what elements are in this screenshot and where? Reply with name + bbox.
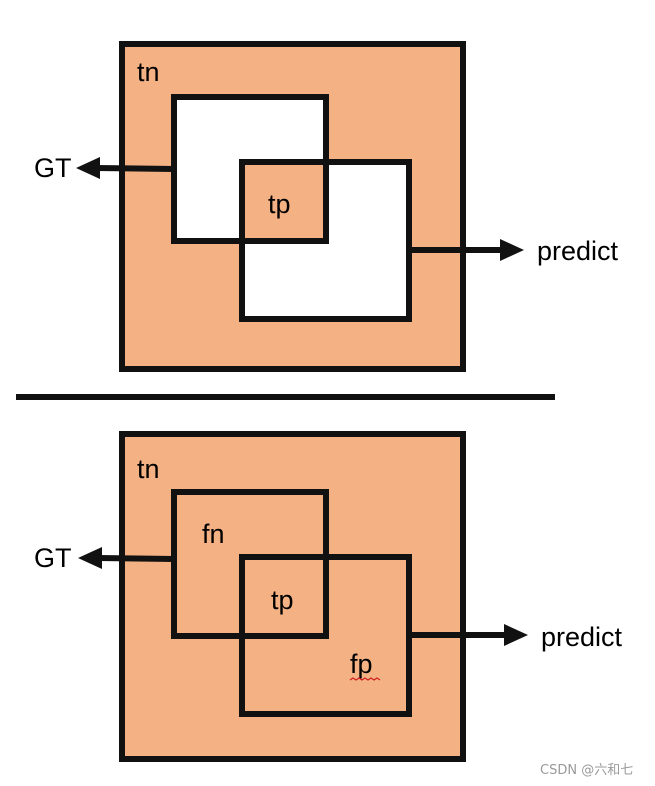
top-panel: tn tp GT predict	[34, 41, 619, 372]
top-gt-arrow-head	[76, 157, 100, 179]
watermark: CSDN @六和七	[540, 763, 633, 778]
bottom-gt-arrow-shaft	[97, 555, 175, 562]
top-overlap-region	[242, 162, 326, 241]
bottom-fn-label: fn	[202, 519, 225, 549]
bottom-gt-arrow-head	[78, 547, 102, 569]
bottom-tp-label: tp	[271, 585, 294, 615]
bottom-gt-text: GT	[34, 543, 72, 573]
bottom-predict-arrow-head	[504, 624, 528, 646]
top-gt-arrow-shaft	[95, 165, 175, 172]
bottom-predict-text: predict	[541, 622, 623, 652]
top-gt-text: GT	[34, 153, 72, 183]
bottom-tn-label: tn	[137, 454, 160, 484]
top-predict-text: predict	[537, 236, 619, 266]
top-tp-label: tp	[268, 189, 291, 219]
top-predict-box	[239, 159, 412, 322]
bottom-fp-label: fp	[350, 649, 373, 679]
top-tn-label: tn	[137, 57, 160, 87]
spellcheck-squiggle	[349, 677, 381, 681]
top-predict-arrow-head	[500, 239, 524, 261]
bottom-panel: tn fn tp fp GT predict	[34, 431, 623, 762]
bottom-gt-box	[171, 489, 329, 639]
